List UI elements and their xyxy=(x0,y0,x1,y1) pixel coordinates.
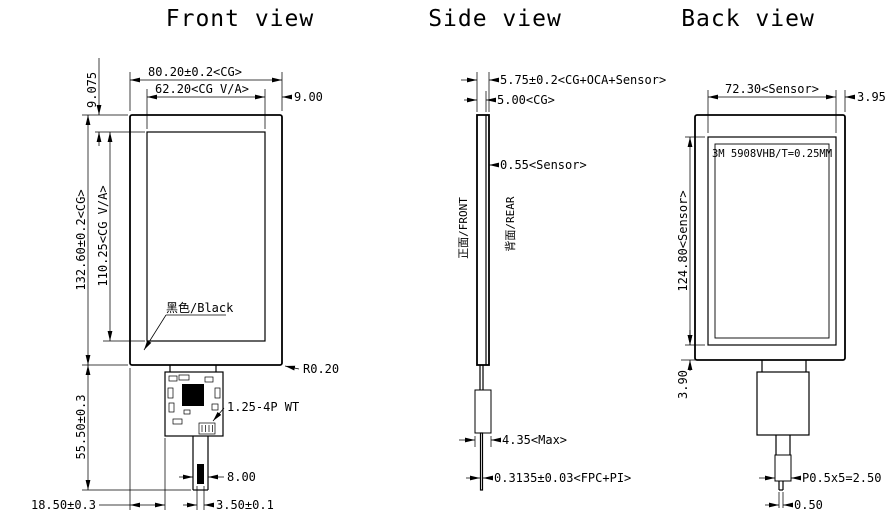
side-dimension-lines xyxy=(459,72,501,481)
side-panel-profile xyxy=(476,114,490,366)
label-adhesive: 3M 5908VHB/T=0.25MM xyxy=(712,148,832,160)
front-view-title: Front view xyxy=(166,6,314,32)
back-sensor-outline xyxy=(707,136,837,346)
back-connector xyxy=(774,454,792,482)
ic-chip xyxy=(182,384,204,406)
dim-front-va-width: 62.20<CG V/A> xyxy=(155,82,249,96)
back-view-title: Back view xyxy=(681,6,815,32)
dim-back-sensor-width: 72.30<Sensor> xyxy=(725,82,819,96)
front-view-outline xyxy=(129,114,283,491)
dim-back-edge-offset-right: 3.95 xyxy=(857,90,886,104)
label-rear-face: 背面/REAR xyxy=(503,196,517,251)
dim-side-max-thickness: 4.35<Max> xyxy=(502,433,567,447)
dim-front-va-height: 110.25<CG V/A> xyxy=(96,185,110,286)
dim-back-tail-tip: 0.50 xyxy=(794,498,823,512)
dim-side-fpc-thickness: 0.3135±0.03<FPC+PI> xyxy=(494,471,631,485)
back-dimension-lines xyxy=(681,90,855,508)
front-pcb xyxy=(164,371,224,437)
fpc-connector xyxy=(198,422,216,435)
side-view: Side view xyxy=(428,6,666,491)
side-fpc-fold xyxy=(474,389,492,434)
front-view-area xyxy=(146,131,266,342)
back-pcb xyxy=(756,371,810,436)
dim-back-sensor-height: 124.80<Sensor> xyxy=(676,190,690,291)
dim-front-tail-length: 55.50±0.3 xyxy=(74,394,88,459)
fpc-stiffener xyxy=(197,464,204,484)
side-fpc-tail xyxy=(479,432,484,491)
back-view: Back view xyxy=(676,6,886,512)
dim-back-pin-pitch: P0.5x5=2.50 xyxy=(802,471,881,485)
dim-fpc-width: 8.00 xyxy=(227,470,256,484)
label-front-face: 正面/FRONT xyxy=(457,197,470,259)
back-view-outline xyxy=(694,114,846,491)
dim-connector-width: 3.50±0.1 xyxy=(216,498,274,512)
dim-side-total-thickness: 5.75±0.2<CG+OCA+Sensor> xyxy=(500,73,666,87)
dim-front-cg-height: 132.60±0.2<CG> xyxy=(74,189,88,290)
front-cover-glass xyxy=(129,114,283,366)
dim-side-sensor-thickness: 0.55<Sensor> xyxy=(500,158,587,172)
label-connector-type: 1.25-4P WT xyxy=(227,400,299,414)
side-view-outline xyxy=(474,114,492,491)
side-view-title: Side view xyxy=(428,6,562,32)
dim-back-edge-offset-bottom: 3.90 xyxy=(676,370,690,399)
front-view: Front view xyxy=(31,6,339,512)
dim-front-edge-offset-top: 9.075 xyxy=(85,72,99,108)
back-cover-glass xyxy=(694,114,846,361)
dim-corner-radius: R0.20 xyxy=(303,362,339,376)
label-bezel-color: 黑色/Black xyxy=(166,301,234,315)
dim-front-cg-width: 80.20±0.2<CG> xyxy=(148,65,242,79)
back-adhesive-outline xyxy=(714,143,830,339)
front-pcb-components xyxy=(167,374,221,484)
dim-side-cg-thickness: 5.00<CG> xyxy=(497,93,555,107)
dim-fpc-offset: 18.50±0.3 xyxy=(31,498,96,512)
front-dimension-lines xyxy=(82,58,300,510)
dim-front-edge-offset-right: 9.00 xyxy=(294,90,323,104)
